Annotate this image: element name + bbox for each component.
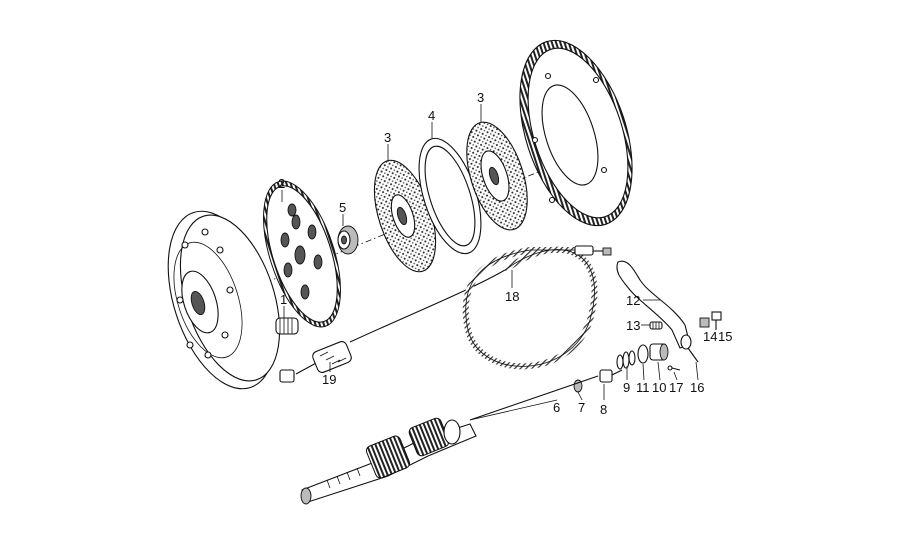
callout-14: 14 (703, 329, 717, 344)
callout-3-front: 3 (384, 130, 391, 145)
callout-17: 17 (669, 380, 683, 395)
callout-8: 8 (600, 402, 607, 417)
callout-16: 16 (690, 380, 704, 395)
hub-part-5 (337, 225, 359, 255)
callout-10: 10 (652, 380, 666, 395)
nut-part-14 (699, 317, 710, 328)
cable-adjuster-part-19 (279, 269, 506, 383)
bearing-cup-part-10 (649, 343, 669, 361)
pressure-plate-part-2 (263, 180, 341, 328)
callout-5: 5 (339, 200, 346, 215)
callout-15: 15 (718, 329, 732, 344)
callout-11: 11 (636, 380, 650, 395)
callout-12: 12 (626, 293, 640, 308)
callout-1: 1 (280, 292, 287, 307)
callout-4: 4 (428, 108, 435, 123)
callout-18: 18 (505, 289, 519, 304)
bolt-part-15 (711, 311, 722, 330)
callout-13: 13 (626, 318, 640, 333)
pin-part-17 (667, 365, 681, 371)
pushrod-part-8 (599, 369, 623, 383)
pushrod-part-6 (469, 375, 599, 421)
pin-part-16 (687, 347, 699, 363)
clutch-cable-part-18 (462, 245, 612, 370)
input-shaft (300, 417, 477, 505)
leader-lines (281, 104, 699, 421)
center-axis-line (177, 146, 601, 319)
flywheel-housing (167, 210, 281, 390)
callout-9: 9 (623, 380, 630, 395)
callout-7: 7 (578, 400, 585, 415)
callout-19: 19 (322, 372, 336, 387)
bearing-part-11 (637, 344, 649, 364)
spring-part-1 (275, 317, 299, 335)
callout-2: 2 (278, 176, 285, 191)
release-lever-part-12 (616, 260, 692, 350)
friction-disc-part-3-front (373, 159, 437, 273)
callout-6: 6 (553, 400, 560, 415)
callout-3-rear: 3 (477, 90, 484, 105)
ring-gear (519, 39, 633, 227)
washers-part-9 (616, 350, 636, 370)
spring-part-13 (649, 321, 663, 330)
callout-labels: 1 2 3 3 4 5 6 7 8 9 11 10 17 16 12 13 14… (278, 90, 732, 417)
friction-disc-part-3-rear (466, 121, 528, 231)
